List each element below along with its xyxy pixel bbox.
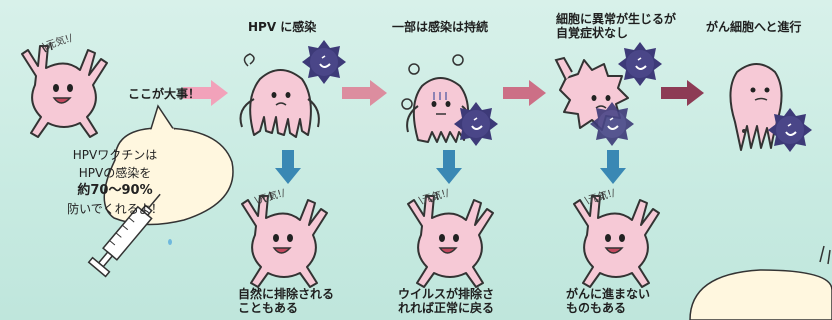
outcome-3-line2: ものもある: [566, 301, 627, 315]
outcome-2-line2: れれば正常に戻る: [398, 301, 495, 315]
bubble-line-1: HPVワクチンは: [72, 148, 158, 162]
happy-cell-left: [21, 41, 108, 138]
arrow-right-2: [342, 80, 387, 106]
bubble-line-3: 約70〜90%: [77, 183, 153, 198]
stage-label-3-line2: 自覚症状なし: [556, 26, 629, 40]
svg-text:\元気!/: \元気!/: [253, 186, 287, 207]
arrow-down-2: [436, 150, 462, 184]
outcome-label-3: がんに進まない ものもある: [566, 287, 650, 315]
virus-icon-3b: [589, 101, 635, 147]
arrow-right-4: [661, 80, 704, 106]
stage-label-3-line1: 細胞に異常が生じるが: [556, 12, 677, 26]
virus-icon-4: [767, 107, 813, 153]
partial-speech-bubble: [689, 269, 832, 320]
stage-label-1: HPV に感染: [248, 20, 317, 34]
arrow-down-1: [275, 150, 301, 184]
virus-icon-3: [617, 41, 663, 87]
infected-cell: [239, 69, 320, 138]
sick-cell: [406, 77, 472, 143]
outcome-1-line1: 自然に排除される: [238, 287, 335, 301]
stage-label-4: がん細胞へと進行: [706, 20, 802, 34]
outcome-label-2: ウイルスが排除さ れれば正常に戻る: [398, 287, 494, 315]
cancer-cell: [729, 63, 783, 151]
virus-icon-1: [301, 39, 347, 85]
arrow-right-3: [503, 80, 546, 106]
outcome-2-line1: ウイルスが排除さ: [398, 287, 495, 301]
syringe-icon: [87, 193, 161, 278]
bubble-line-4: 防いでくれるよ！: [67, 202, 163, 216]
virus-icon-2: [453, 101, 499, 147]
svg-text:\元気!/: \元気!/: [41, 31, 75, 53]
outcome-3-line1: がんに進まない: [566, 287, 651, 301]
stage-label-3: 細胞に異常が生じるが 自覚症状なし: [556, 12, 676, 40]
stage-label-2: 一部は感染は持続: [392, 20, 489, 34]
callout-label: ここが大事！: [128, 87, 201, 101]
bubble-line-2: HPVの感染を: [78, 166, 152, 180]
arrow-right-1: [183, 80, 228, 106]
vaccine-bubble-text: HPVワクチンは HPVの感染を 約70〜90% 防いでくれるよ！: [62, 146, 168, 218]
arrow-down-3: [600, 150, 626, 184]
happy-cell-outcome-1: [241, 191, 328, 288]
outcome-1-line2: こともある: [238, 301, 299, 315]
outcome-label-1: 自然に排除される こともある: [238, 287, 334, 315]
